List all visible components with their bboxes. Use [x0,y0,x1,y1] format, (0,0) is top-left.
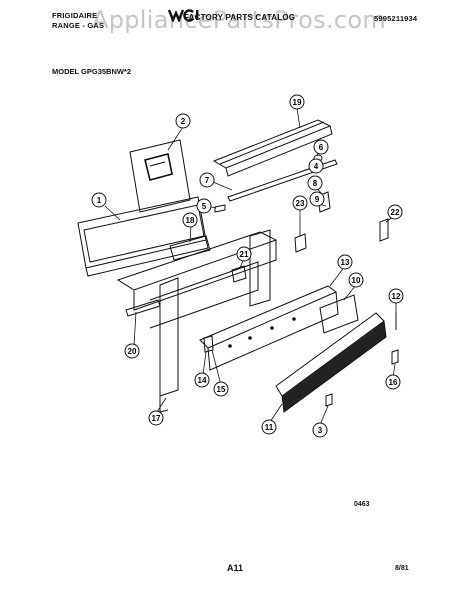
callout-3: 3 [312,422,328,438]
callout-11: 11 [261,419,277,435]
part-8-clip [317,191,331,213]
callout-label: 21 [240,250,249,259]
callout-label: 10 [352,276,361,285]
callout-label: 11 [265,423,274,432]
model-number: MODEL GPG35BNW*2 [52,67,132,76]
part-22-clip [379,218,389,242]
brand-block: FRIGIDAIRE RANGE - GAS [52,11,104,31]
part-10-switch [319,294,359,334]
part-4-strip [227,159,338,202]
part-18-bracket [169,235,211,261]
callout-13: 13 [337,254,353,270]
catalog-number: 5995211934 [374,14,418,23]
callout-18: 18 [182,212,198,228]
part-2-detail [129,139,191,213]
callout-label: 16 [389,378,398,387]
callout-label: 22 [391,208,400,217]
callout-5: 5 [196,198,212,214]
callout-14: 14 [194,372,210,388]
part-20-strip [125,299,161,317]
drawing-code: 0463 [354,501,370,508]
callout-15: 15 [213,381,229,397]
callout-9: 9 [309,191,325,207]
callout-label: 9 [315,195,320,204]
date-code: 8/81 [395,565,409,572]
callout-17: 17 [148,410,164,426]
callout-4: 4 [308,158,324,174]
brand-name: FRIGIDAIRE [52,11,98,20]
wci-logo [168,9,199,22]
part-17-side [159,277,179,397]
callout-1: 1 [91,192,107,208]
callout-label: 23 [296,199,305,208]
callout-10: 10 [348,272,364,288]
part-1-panel [77,196,209,277]
callout-label: 8 [313,179,318,188]
callout-6: 6 [313,139,329,155]
callout-label: 14 [198,376,207,385]
part-11-insert [275,312,387,413]
callout-16: 16 [385,374,401,390]
callout-label: 7 [205,176,210,185]
callout-label: 20 [128,347,137,356]
callout-7: 7 [199,172,215,188]
catalog-title: FACTORY PARTS CATALOG [184,13,296,22]
callout-label: 6 [319,143,324,152]
part-21-side [249,229,271,307]
product-name: RANGE - GAS [52,21,105,30]
callout-label: 4 [314,162,319,171]
callout-21: 21 [236,246,252,262]
main-backguard [116,231,278,329]
callout-label: 17 [152,414,161,423]
page-label: A11 [227,563,244,573]
callout-label: 13 [341,258,350,267]
callout-22: 22 [387,204,403,220]
part-15-knob [203,335,214,353]
callout-2: 2 [175,113,191,129]
callout-label: 1 [97,196,102,205]
part-5-screw [214,204,226,213]
callout-label: 19 [293,98,302,107]
part-19-trim [212,119,333,177]
callout-8: 8 [307,175,323,191]
callout-23: 23 [292,195,308,211]
callout-label: 15 [217,385,226,394]
callout-19: 19 [289,94,305,110]
callout-label: 5 [202,202,207,211]
callout-label: 3 [318,426,323,435]
part-13-control-panel [199,285,339,371]
callout-label: 12 [392,292,401,301]
watermark: AppliancePartsPros.com [92,6,387,34]
callout-12: 12 [388,288,404,304]
part-3-screw [325,393,333,407]
callout-20: 20 [124,343,140,359]
callout-label: 2 [181,117,186,126]
part-16-screw [391,349,399,365]
callout-label: 18 [186,216,195,225]
part-23-clip [294,233,307,253]
